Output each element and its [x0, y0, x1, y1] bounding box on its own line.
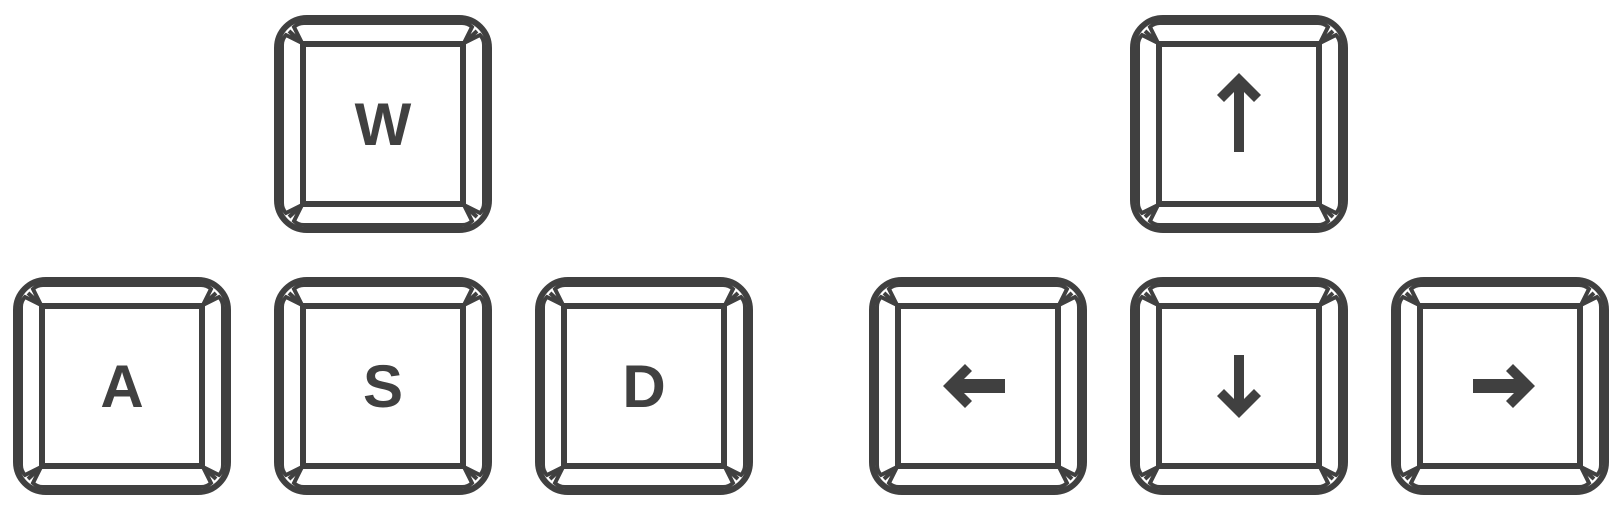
key-down[interactable] — [1130, 277, 1348, 495]
key-a[interactable]: A — [13, 277, 231, 495]
keycap-outline — [13, 277, 231, 495]
arrow-up-icon — [1217, 73, 1261, 152]
arrow-down-icon — [1217, 355, 1261, 418]
arrow-left-icon — [943, 364, 1005, 408]
key-w[interactable]: W — [274, 15, 492, 233]
key-s-label: S — [362, 352, 404, 420]
key-right[interactable] — [1391, 277, 1609, 495]
keycap-outline — [274, 15, 492, 233]
arrow-right-icon — [1473, 364, 1535, 408]
key-d[interactable]: D — [535, 277, 753, 495]
keycap-outline — [274, 277, 492, 495]
key-left[interactable] — [869, 277, 1087, 495]
keycap-outline — [535, 277, 753, 495]
key-up[interactable] — [1130, 15, 1348, 233]
key-w-label: W — [354, 90, 412, 158]
key-d-label: D — [622, 352, 666, 420]
key-a-label: A — [100, 352, 144, 420]
key-s[interactable]: S — [274, 277, 492, 495]
